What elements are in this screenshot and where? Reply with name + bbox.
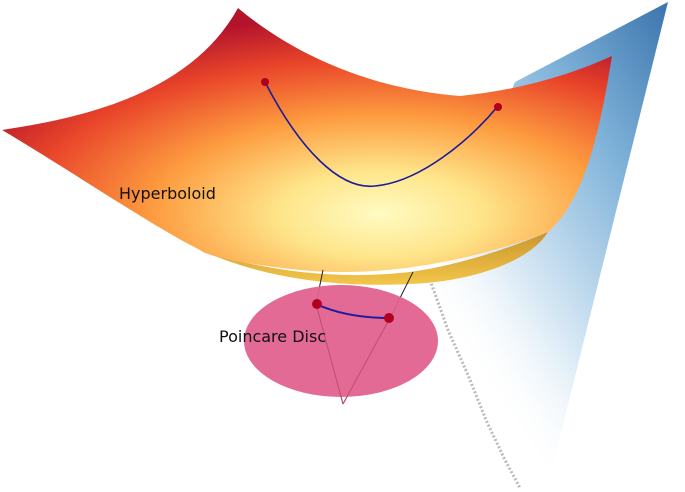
hyperboloid-underside [205,232,548,285]
background-plane [430,2,668,485]
disc-point-right [384,313,394,323]
disc-point-left [312,299,322,309]
plane-edge-dots [428,279,522,489]
hyperboloid-geodesic [264,81,499,187]
hyperboloid-surface [2,8,612,273]
disc-geodesic [315,303,391,319]
projection-lines-inner [315,303,391,405]
hyperboloid-point-left [261,78,269,86]
poincare-disc-label: Poincare Disc [219,327,327,346]
hyperboloid-label: Hyperboloid [119,184,216,203]
hyperboloid-point-right [494,103,502,111]
poincare-disc [244,285,438,397]
